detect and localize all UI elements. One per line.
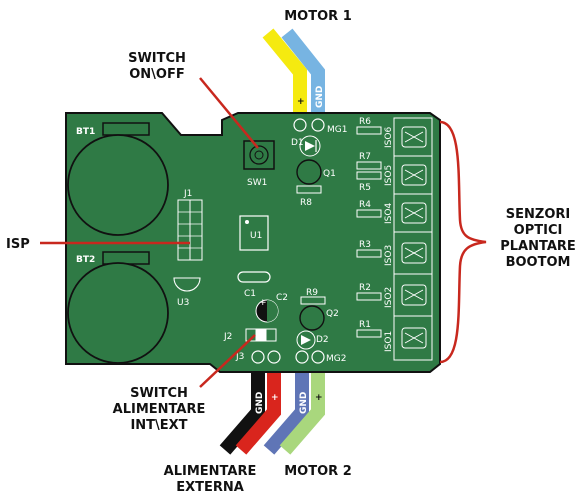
resistor-r1: R1 <box>356 320 382 338</box>
motor1-plus-wire <box>262 28 307 120</box>
motor2-plus-wire <box>279 362 325 455</box>
d2-label: D2 <box>316 335 329 345</box>
resistor-r3: R3 <box>356 240 382 258</box>
power-switch-j2: J2 <box>223 328 277 342</box>
diode-d2: D2 <box>296 330 329 350</box>
c1-label: C1 <box>244 289 256 299</box>
battery-bt2: BT2 <box>67 251 169 364</box>
isp-callout: ISP <box>6 237 30 252</box>
switch-alim-callout-line2: ALIMENTARE <box>113 402 206 417</box>
resistor-r8: R8 <box>296 185 322 208</box>
bt2-label: BT2 <box>76 255 95 265</box>
senzori-callout-line4: BOOTOM <box>506 255 571 270</box>
iso6-label: ISO6 <box>384 127 394 148</box>
senzori-callout-line2: OPTICI <box>514 223 563 238</box>
motor1-wires <box>262 28 325 120</box>
motor1-callout: MOTOR 1 <box>284 9 352 24</box>
resistor-r2: R2 <box>356 283 382 301</box>
resistor-r7: R7 <box>356 152 382 170</box>
resistor-r9: R9 <box>300 288 326 305</box>
u3-label: U3 <box>177 298 189 308</box>
capacitor-c1: C1 <box>237 271 271 299</box>
mg2-label: MG2 <box>326 354 346 364</box>
component-u3: U3 <box>173 277 201 308</box>
motor-connector-mg1: MG1 <box>293 118 347 135</box>
switch-sw1: SW1 <box>243 140 275 188</box>
motor2-gnd-label: GND <box>299 392 309 414</box>
transistor-q1: Q1 <box>296 159 336 185</box>
motor2-plus-label: + <box>315 393 323 403</box>
q2-label: Q2 <box>326 309 339 319</box>
r4-label: R4 <box>359 200 371 210</box>
j1-label: J1 <box>183 189 192 199</box>
r2-label: R2 <box>359 283 371 293</box>
switch-callout-line <box>199 77 259 149</box>
mg1-label: MG1 <box>327 125 347 135</box>
alim-ext-callout-line1: ALIMENTARE <box>164 464 257 479</box>
transistor-q2: Q2 <box>299 305 339 331</box>
bt1-cell <box>67 134 169 236</box>
motor1-plus-label: + <box>297 97 305 107</box>
sw1-label: SW1 <box>247 178 267 188</box>
motor2-wires <box>263 362 325 455</box>
senzori-callout-line3: PLANTARE <box>500 239 576 254</box>
resistor-r5: R5 <box>356 171 382 193</box>
r6-label: R6 <box>359 117 371 127</box>
j2-label: J2 <box>223 332 232 342</box>
bt1-tab <box>102 122 150 136</box>
battery-bt1: BT1 <box>67 122 169 236</box>
switch-on-off-callout-line1: SWITCH <box>128 51 186 66</box>
c2-label: C2 <box>276 293 288 303</box>
u1-label: U1 <box>250 231 262 241</box>
resistor-r4: R4 <box>356 200 382 218</box>
capacitor-c2: C2 + <box>255 293 288 323</box>
ext-plus-wire <box>235 362 281 455</box>
resistor-column: R6 R7 R5 R4 R3 R2 R1 <box>356 117 382 338</box>
chip-u1: U1 <box>239 215 269 251</box>
power-connector-j3: J3 <box>235 350 281 364</box>
diode-d1: D1 <box>291 135 321 157</box>
sensor-iso1: ISO1 <box>384 315 433 361</box>
motor1-gnd-wire <box>281 28 325 120</box>
iso4-label: ISO4 <box>384 203 394 224</box>
sensor-bracket <box>439 120 487 364</box>
r3-label: R3 <box>359 240 371 250</box>
motor1-gnd-label: GND <box>315 86 325 108</box>
resistor-r6: R6 <box>356 117 382 135</box>
motor2-callout: MOTOR 2 <box>284 464 352 479</box>
alim-ext-callout-line2: EXTERNA <box>176 480 244 495</box>
isp-header-j1: J1 <box>177 189 203 261</box>
j3-label: J3 <box>235 352 244 362</box>
iso1-label: ISO1 <box>384 331 394 352</box>
d1-label: D1 <box>291 138 304 148</box>
bt2-tab <box>102 251 150 265</box>
r7-label: R7 <box>359 152 371 162</box>
r1-label: R1 <box>359 320 371 330</box>
iso2-label: ISO2 <box>384 287 394 308</box>
r8-label: R8 <box>300 198 312 208</box>
switch-alim-callout-line1: SWITCH <box>130 386 188 401</box>
motor-connector-mg2: MG2 <box>295 350 346 364</box>
ext-plus-label: + <box>271 393 279 403</box>
ext-gnd-wire <box>219 362 265 455</box>
q1-label: Q1 <box>323 169 336 179</box>
motor2-gnd-wire <box>263 362 309 455</box>
bt1-label: BT1 <box>76 127 95 137</box>
r9-label: R9 <box>306 288 318 298</box>
power-switch-callout-line <box>199 334 256 388</box>
ext-gnd-label: GND <box>255 392 265 414</box>
optical-sensor-column: ISO6 ISO5 ISO4 ISO3 ISO2 <box>384 117 433 361</box>
c2-plus-label: + <box>259 298 267 308</box>
iso5-label: ISO5 <box>384 165 394 186</box>
sensor-iso5: ISO5 <box>384 155 433 195</box>
r5-label: R5 <box>359 183 371 193</box>
switch-alim-callout-line3: INT\EXT <box>130 418 187 433</box>
iso3-label: ISO3 <box>384 245 394 266</box>
external-power-wires <box>219 362 281 455</box>
bt2-cell <box>67 262 169 364</box>
senzori-callout-line1: SENZORI <box>506 207 570 222</box>
switch-on-off-callout-line2: ON\OFF <box>129 67 185 82</box>
